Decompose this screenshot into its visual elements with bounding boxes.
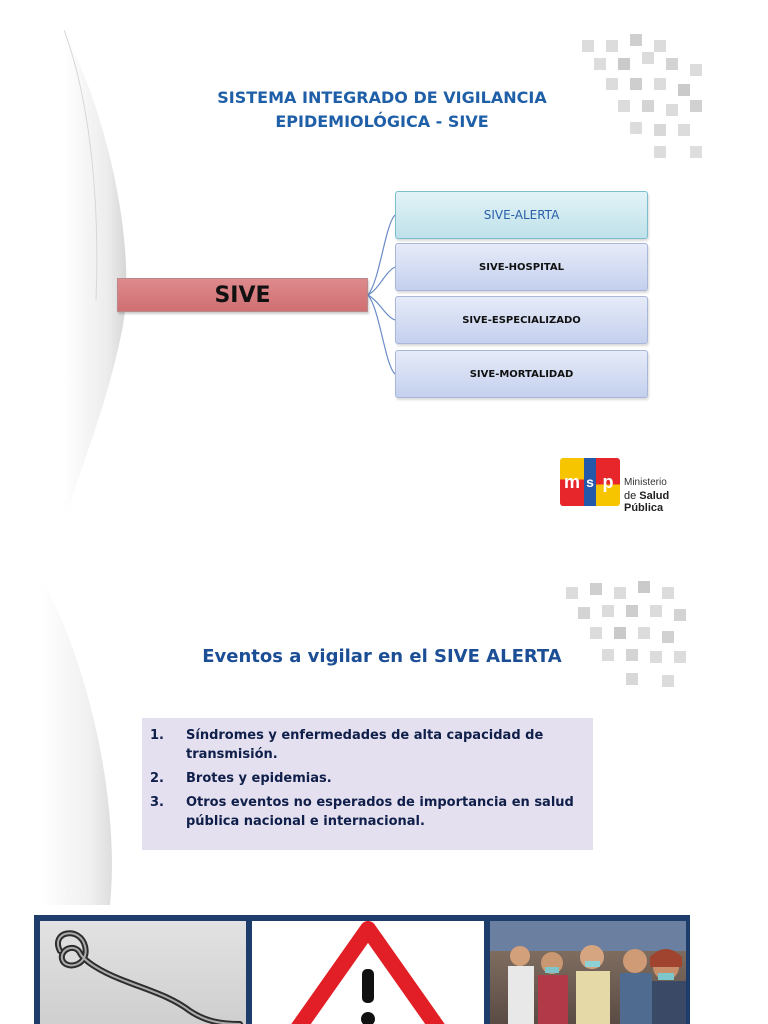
connector-hospital	[367, 266, 396, 296]
list-item: 2. Brotes y epidemias.	[150, 769, 581, 788]
logo-letter-m: m	[560, 458, 584, 506]
logo-letter-p: p	[596, 458, 620, 506]
photo-strip	[34, 915, 690, 1024]
slide-1: SISTEMA INTEGRADO DE VIGILANCIA EPIDEMIO…	[63, 29, 702, 522]
slide-1-title-line-1: SISTEMA INTEGRADO DE VIGILANCIA	[217, 88, 547, 107]
event-number: 1.	[150, 728, 164, 743]
virus-image	[40, 921, 246, 1024]
connector-alerta	[367, 214, 396, 296]
checker-pattern	[582, 34, 702, 158]
slide-1-title: SISTEMA INTEGRADO DE VIGILANCIA EPIDEMIO…	[150, 86, 614, 134]
sive-mortalidad-box: SIVE-MORTALIDAD	[395, 350, 648, 398]
sive-hospital-box: SIVE-HOSPITAL	[395, 243, 648, 291]
slide-2-background	[40, 575, 686, 905]
virus-drawing	[55, 930, 243, 1024]
tree-connectors	[367, 214, 396, 375]
logo-ministerio: Ministerio	[624, 477, 667, 488]
msp-logo: m s p Ministerio de Salud Pública	[560, 458, 700, 514]
connector-especializado	[367, 294, 396, 321]
logo-salud-publica-bold: Salud Pública	[624, 490, 670, 514]
event-text: Brotes y epidemias.	[186, 771, 332, 786]
logo-de: de	[624, 490, 640, 502]
connector-mortalidad	[367, 294, 396, 375]
logo-letter-s: s	[584, 458, 596, 506]
sive-especializado-box: SIVE-ESPECIALIZADO	[395, 296, 648, 344]
crowd-masks-image	[490, 921, 686, 1024]
events-list: 1. Síndromes y enfermedades de alta capa…	[142, 718, 593, 850]
slide-2-title: Eventos a vigilar en el SIVE ALERTA	[202, 646, 562, 667]
event-number: 3.	[150, 795, 164, 810]
logo-salud-publica: de Salud Pública	[624, 490, 700, 514]
slide-1-title-line-2: EPIDEMIOLÓGICA - SIVE	[275, 112, 489, 131]
warning-sign-image	[252, 921, 484, 1024]
event-text: Otros eventos no esperados de importanci…	[186, 795, 574, 829]
slide-1-background	[63, 29, 702, 522]
warning-sign-icon	[291, 921, 445, 1024]
sive-alerta-box: SIVE-ALERTA	[395, 191, 648, 239]
list-item: 3. Otros eventos no esperados de importa…	[150, 793, 581, 831]
checker-pattern	[566, 581, 686, 687]
sive-root-box: SIVE	[117, 278, 368, 312]
crowd-drawing	[490, 921, 686, 1024]
event-text: Síndromes y enfermedades de alta capacid…	[186, 728, 544, 762]
list-item: 1. Síndromes y enfermedades de alta capa…	[150, 726, 581, 764]
slide-2: Eventos a vigilar en el SIVE ALERTA 1. S…	[0, 575, 768, 1024]
event-number: 2.	[150, 771, 164, 786]
